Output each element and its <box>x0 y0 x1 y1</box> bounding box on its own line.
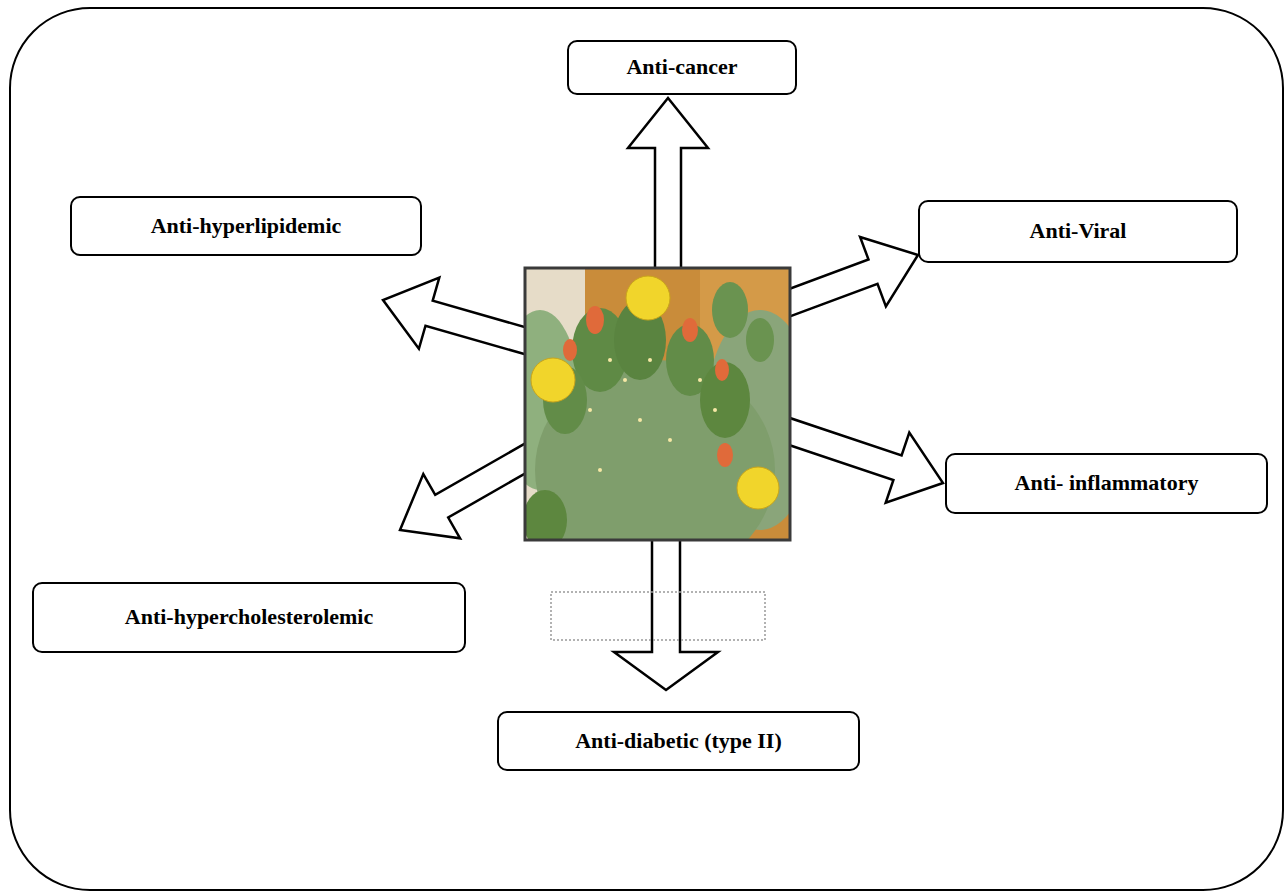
effect-label: Anti-cancer <box>626 54 737 80</box>
effect-box: Anti-Viral <box>918 200 1238 263</box>
effect-label: Anti-hypercholesterolemic <box>125 604 373 630</box>
effect-box: Anti-cancer <box>567 40 797 95</box>
block-arrow <box>614 520 718 690</box>
effect-box: Anti-hyperlipidemic <box>70 196 422 256</box>
effect-box: Anti- inflammatory <box>945 453 1268 514</box>
cactus-photo <box>525 268 790 540</box>
effect-label: Anti-Viral <box>1030 218 1127 244</box>
outer-frame <box>10 8 1283 890</box>
effect-label: Anti- inflammatory <box>1015 470 1199 496</box>
effect-label: Anti-hyperlipidemic <box>151 213 342 239</box>
block-arrows <box>383 98 943 690</box>
effect-box: Anti-hypercholesterolemic <box>32 582 466 653</box>
block-arrow <box>383 278 544 358</box>
photo-frame <box>525 268 790 540</box>
effect-box: Anti-diabetic (type II) <box>497 711 860 771</box>
effect-label: Anti-diabetic (type II) <box>575 728 782 754</box>
block-arrow <box>766 413 943 503</box>
empty-text-frame <box>551 592 765 640</box>
